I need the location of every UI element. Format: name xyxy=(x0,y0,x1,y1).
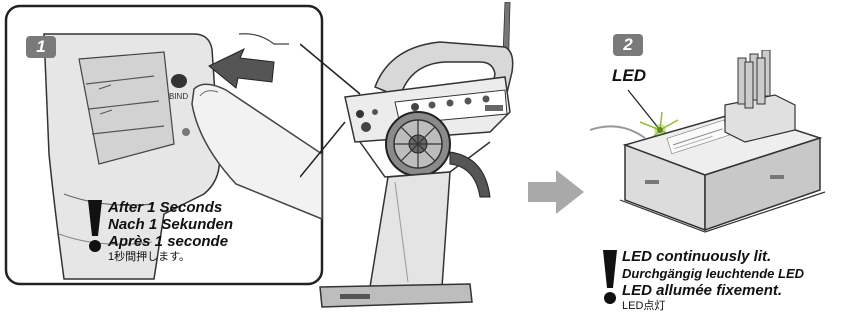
transmitter-illustration xyxy=(300,2,520,314)
caption-en: LED continuously lit. xyxy=(622,248,804,265)
caption-de: Nach 1 Sekunden xyxy=(108,216,233,233)
caption-ja: 1秒間押します。 xyxy=(108,250,233,265)
exclamation-icon xyxy=(601,250,619,306)
caption-de: Durchgängig leuchtende LED xyxy=(622,265,804,282)
exclamation-icon xyxy=(86,200,104,254)
step1-caption: After 1 Seconds Nach 1 Sekunden Après 1 … xyxy=(108,199,233,265)
step2-caption: LED continuously lit. Durchgängig leucht… xyxy=(622,248,804,313)
caption-ja: LED点灯 xyxy=(622,299,804,313)
next-step-arrow-icon xyxy=(528,170,586,214)
caption-en: After 1 Seconds xyxy=(108,199,233,216)
caption-fr: LED allumée fixement. xyxy=(622,282,804,299)
receiver-illustration xyxy=(590,50,850,250)
svg-text:BIND: BIND xyxy=(169,92,188,101)
caption-fr: Après 1 seconde xyxy=(108,233,233,250)
step1-badge: 1 xyxy=(26,36,56,58)
